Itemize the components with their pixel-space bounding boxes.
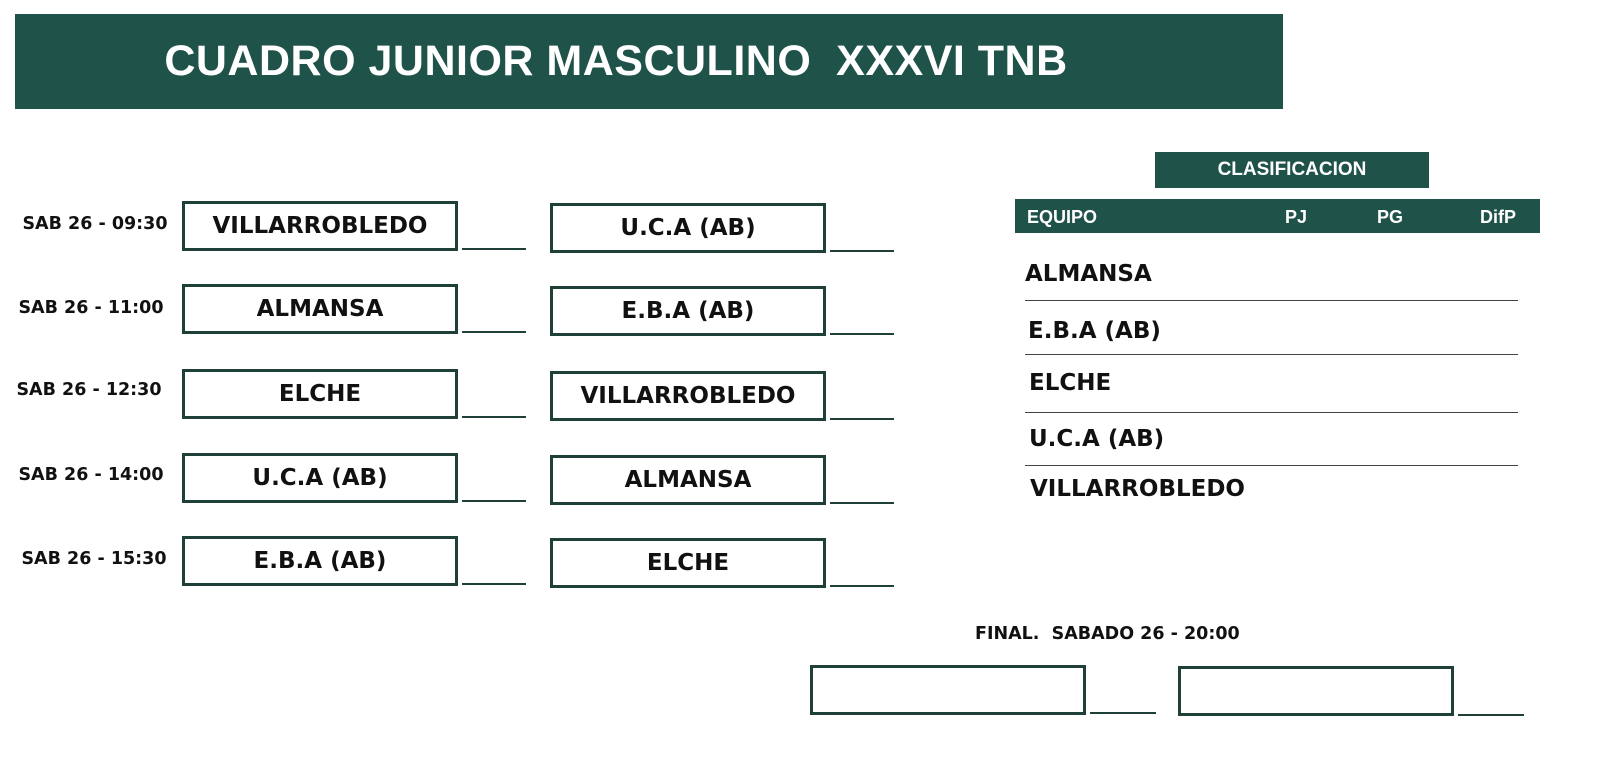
- away-score-line[interactable]: [830, 418, 894, 420]
- away-team-box: VILLARROBLEDO: [550, 371, 826, 421]
- match-time: SAB 26 - 14:00: [18, 465, 164, 485]
- row-divider: [1025, 465, 1518, 466]
- home-team-box: VILLARROBLEDO: [182, 201, 458, 251]
- classification-table-header: EQUIPO PJ PG DifP: [1015, 199, 1540, 233]
- final-home-score-line[interactable]: [1090, 712, 1156, 714]
- away-score-line[interactable]: [830, 502, 894, 504]
- match-time: SAB 26 - 11:00: [18, 298, 164, 318]
- home-score-line[interactable]: [462, 583, 526, 585]
- column-pg: PG: [1377, 207, 1404, 227]
- match-time: SAB 26 - 09:30: [22, 214, 168, 234]
- home-team-box: ELCHE: [182, 369, 458, 419]
- away-score-line[interactable]: [830, 250, 894, 252]
- title-banner: CUADRO JUNIOR MASCULINO XXXVI TNB: [15, 14, 1283, 109]
- row-divider: [1025, 412, 1518, 413]
- column-difp: DifP: [1480, 207, 1516, 227]
- match-time: SAB 26 - 15:30: [21, 549, 167, 569]
- final-home-box[interactable]: [810, 665, 1086, 715]
- away-team-box: ELCHE: [550, 538, 826, 588]
- home-score-line[interactable]: [462, 248, 526, 250]
- away-team-box: U.C.A (AB): [550, 203, 826, 253]
- final-away-score-line[interactable]: [1458, 714, 1524, 716]
- classification-team: E.B.A (AB): [1028, 318, 1161, 344]
- column-equipo: EQUIPO: [1027, 207, 1098, 227]
- classification-team: ALMANSA: [1025, 261, 1152, 287]
- home-score-line[interactable]: [462, 416, 526, 418]
- column-pj: PJ: [1285, 207, 1308, 227]
- away-score-line[interactable]: [830, 585, 894, 587]
- classification-team: U.C.A (AB): [1029, 426, 1165, 452]
- row-divider: [1025, 300, 1518, 301]
- away-team-box: E.B.A (AB): [550, 286, 826, 336]
- match-time: SAB 26 - 12:30: [16, 380, 162, 400]
- page-title: CUADRO JUNIOR MASCULINO XXXVI TNB: [164, 37, 1068, 85]
- away-team-box: ALMANSA: [550, 455, 826, 505]
- home-team-box: U.C.A (AB): [182, 453, 458, 503]
- home-team-box: ALMANSA: [182, 284, 458, 334]
- classification-team: ELCHE: [1029, 370, 1112, 396]
- home-score-line[interactable]: [462, 500, 526, 502]
- classification-team: VILLARROBLEDO: [1030, 476, 1245, 502]
- row-divider: [1025, 354, 1518, 355]
- final-away-box[interactable]: [1178, 666, 1454, 716]
- home-score-line[interactable]: [462, 331, 526, 333]
- classification-title: CLASIFICACION: [1155, 152, 1429, 188]
- final-label: FINAL. SABADO 26 - 20:00: [975, 624, 1240, 644]
- away-score-line[interactable]: [830, 333, 894, 335]
- home-team-box: E.B.A (AB): [182, 536, 458, 586]
